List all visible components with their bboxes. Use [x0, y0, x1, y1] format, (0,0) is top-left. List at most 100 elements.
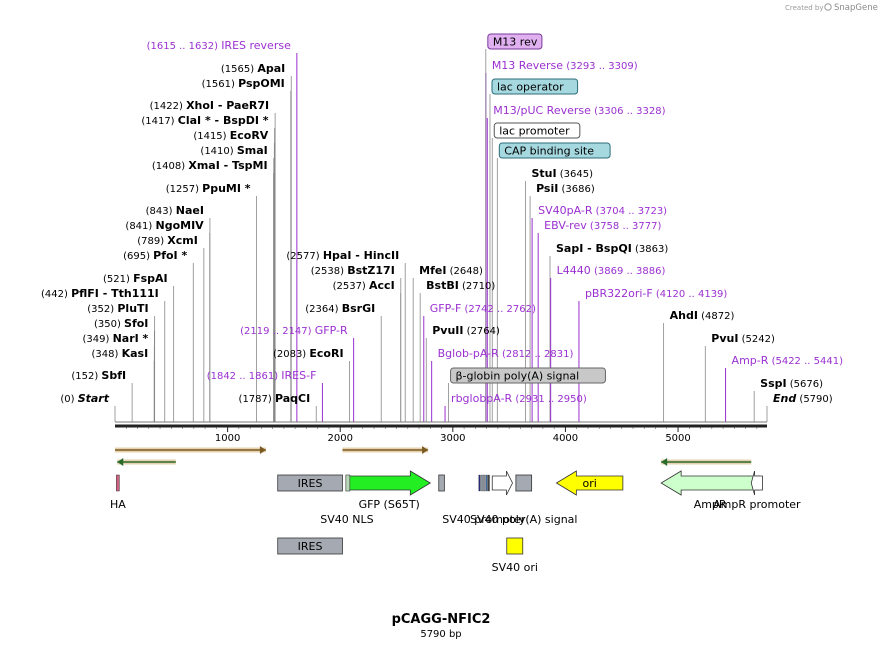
site-label: (1410) SmaI — [200, 144, 267, 157]
site-name: SspI — [760, 377, 786, 390]
feature-label: SV40 ori — [492, 561, 538, 574]
site-position: (2083) — [273, 349, 309, 360]
site-name: Amp-R — [732, 354, 769, 367]
site-label: (1565) ApaI — [221, 62, 285, 75]
ruler-tick-label: 5000 — [665, 433, 690, 444]
plasmid-length: 5790 bp — [420, 629, 461, 640]
site-label: PsiI (3686) — [536, 182, 595, 195]
feature-callout-box — [491, 78, 579, 95]
site-label: (1615 .. 1632) IRES reverse — [147, 39, 292, 52]
site-label: (1842 .. 1861) IRES-F — [207, 369, 317, 382]
feature-box — [438, 474, 445, 492]
site-position: (841) — [125, 221, 155, 232]
site-position: (3686) — [558, 184, 595, 195]
feature-element-bar — [478, 474, 481, 492]
site-name: PvuII — [432, 324, 463, 337]
feature-arrow — [660, 470, 760, 496]
site-name: StuI — [531, 167, 556, 180]
feature-label: HA — [110, 498, 126, 511]
site-position: (348) — [92, 349, 122, 360]
site-label: GFP-F (2742 .. 2762) — [430, 302, 536, 315]
feature-thin-box — [345, 474, 351, 492]
site-label: PvuI (5242) — [711, 332, 775, 345]
site-position: (1410) — [200, 146, 236, 157]
site-label: BstBI (2710) — [426, 279, 495, 292]
orf-arrowhead — [259, 446, 266, 454]
site-position: (442) — [41, 289, 71, 300]
site-name: EcoRV — [230, 129, 269, 142]
site-name: EcoRI — [309, 347, 343, 360]
orf-arrowhead — [117, 458, 124, 466]
site-position: (3645) — [557, 169, 594, 180]
site-position: (2764) — [463, 326, 500, 337]
site-name: PluTI — [117, 302, 148, 315]
site-name: GFP-R — [315, 324, 348, 337]
site-name: PaqCI — [275, 392, 310, 405]
site-position: (2577) — [286, 251, 322, 262]
site-name: IRES reverse — [221, 39, 291, 52]
site-position: (695) — [123, 251, 153, 262]
feature-label: ori — [582, 477, 596, 490]
site-label: M13 Reverse (3293 .. 3309) — [492, 59, 638, 72]
site-name: BstZ17I — [347, 264, 395, 277]
site-position: (1561) — [202, 79, 238, 90]
site-label: MfeI (2648) — [419, 264, 483, 277]
site-position: (3704 .. 3723) — [592, 206, 667, 217]
site-labels: (1615 .. 1632) IRES reverse (1565) ApaI (1… — [41, 39, 843, 405]
site-label: SspI (5676) — [760, 377, 823, 390]
site-position: (3869 .. 3886) — [591, 266, 666, 277]
site-position: (2538) — [311, 266, 347, 277]
site-label: (2083) EcoRI — [273, 347, 344, 360]
site-label: (695) PfoI * — [123, 249, 187, 262]
site-name: PfoI * — [153, 249, 187, 262]
site-position: (2537) — [333, 281, 369, 292]
site-position: (5790) — [796, 394, 833, 405]
site-position: (0) — [60, 394, 77, 405]
site-name: KasI — [122, 347, 149, 360]
site-position: (2742 .. 2762) — [461, 304, 536, 315]
feature-label: GFP (S65T) — [359, 498, 420, 511]
site-name: XcmI — [167, 234, 198, 247]
site-position: (2931 .. 2950) — [512, 394, 587, 405]
site-name: L4440 — [557, 264, 591, 277]
site-label: (442) PflFI - Tth111I — [41, 287, 159, 300]
site-name: MfeI — [419, 264, 446, 277]
site-name: NgoMIV — [156, 219, 205, 232]
site-name: M13/pUC Reverse — [493, 104, 591, 117]
feature-arrow — [555, 470, 624, 496]
site-label: (0) Start — [60, 392, 109, 405]
site-position: (1842 .. 1861) — [207, 371, 282, 382]
site-position: (843) — [146, 206, 176, 217]
site-label: SV40pA-R (3704 .. 3723) — [538, 204, 667, 217]
site-label: (1417) ClaI * - BspDI * — [141, 114, 268, 127]
site-label: SapI - BspQI (3863) — [556, 242, 668, 255]
site-label: (1257) PpuMI * — [166, 182, 251, 195]
watermark-brand: SnapGene — [834, 3, 878, 13]
site-name: Bglob-pA-R — [438, 347, 500, 360]
site-name: BstBI — [426, 279, 459, 292]
site-label: (1422) XhoI - PaeR7I — [150, 99, 270, 112]
site-label: (843) NaeI — [146, 204, 204, 217]
feature-label: AmpR promoter — [713, 498, 801, 511]
site-label: (2119 .. 2147) GFP-R — [240, 324, 348, 337]
site-label: PvuII (2764) — [432, 324, 500, 337]
site-label: rbglobpA-R (2931 .. 2950) — [451, 392, 587, 405]
site-name: AhdI — [670, 309, 698, 322]
site-position: (1787) — [239, 394, 275, 405]
site-name: GFP-F — [430, 302, 462, 315]
feature-callout-box — [487, 33, 543, 50]
site-isoschizomer: - BspQI — [583, 242, 631, 255]
plasmid-name: pCAGG-NFIC2 — [392, 612, 491, 627]
site-label: EBV-rev (3758 .. 3777) — [544, 219, 661, 232]
site-label: (789) XcmI — [137, 234, 198, 247]
site-label: M13/pUC Reverse (3306 .. 3328) — [493, 104, 665, 117]
site-label: (1787) PaqCI — [239, 392, 311, 405]
site-name: PspOMI — [238, 77, 285, 90]
site-position: (5676) — [787, 379, 824, 390]
site-name: NaeI — [176, 204, 204, 217]
site-position: (3293 .. 3309) — [563, 61, 638, 72]
feature-callout-label: β-globin poly(A) signal — [456, 370, 580, 383]
